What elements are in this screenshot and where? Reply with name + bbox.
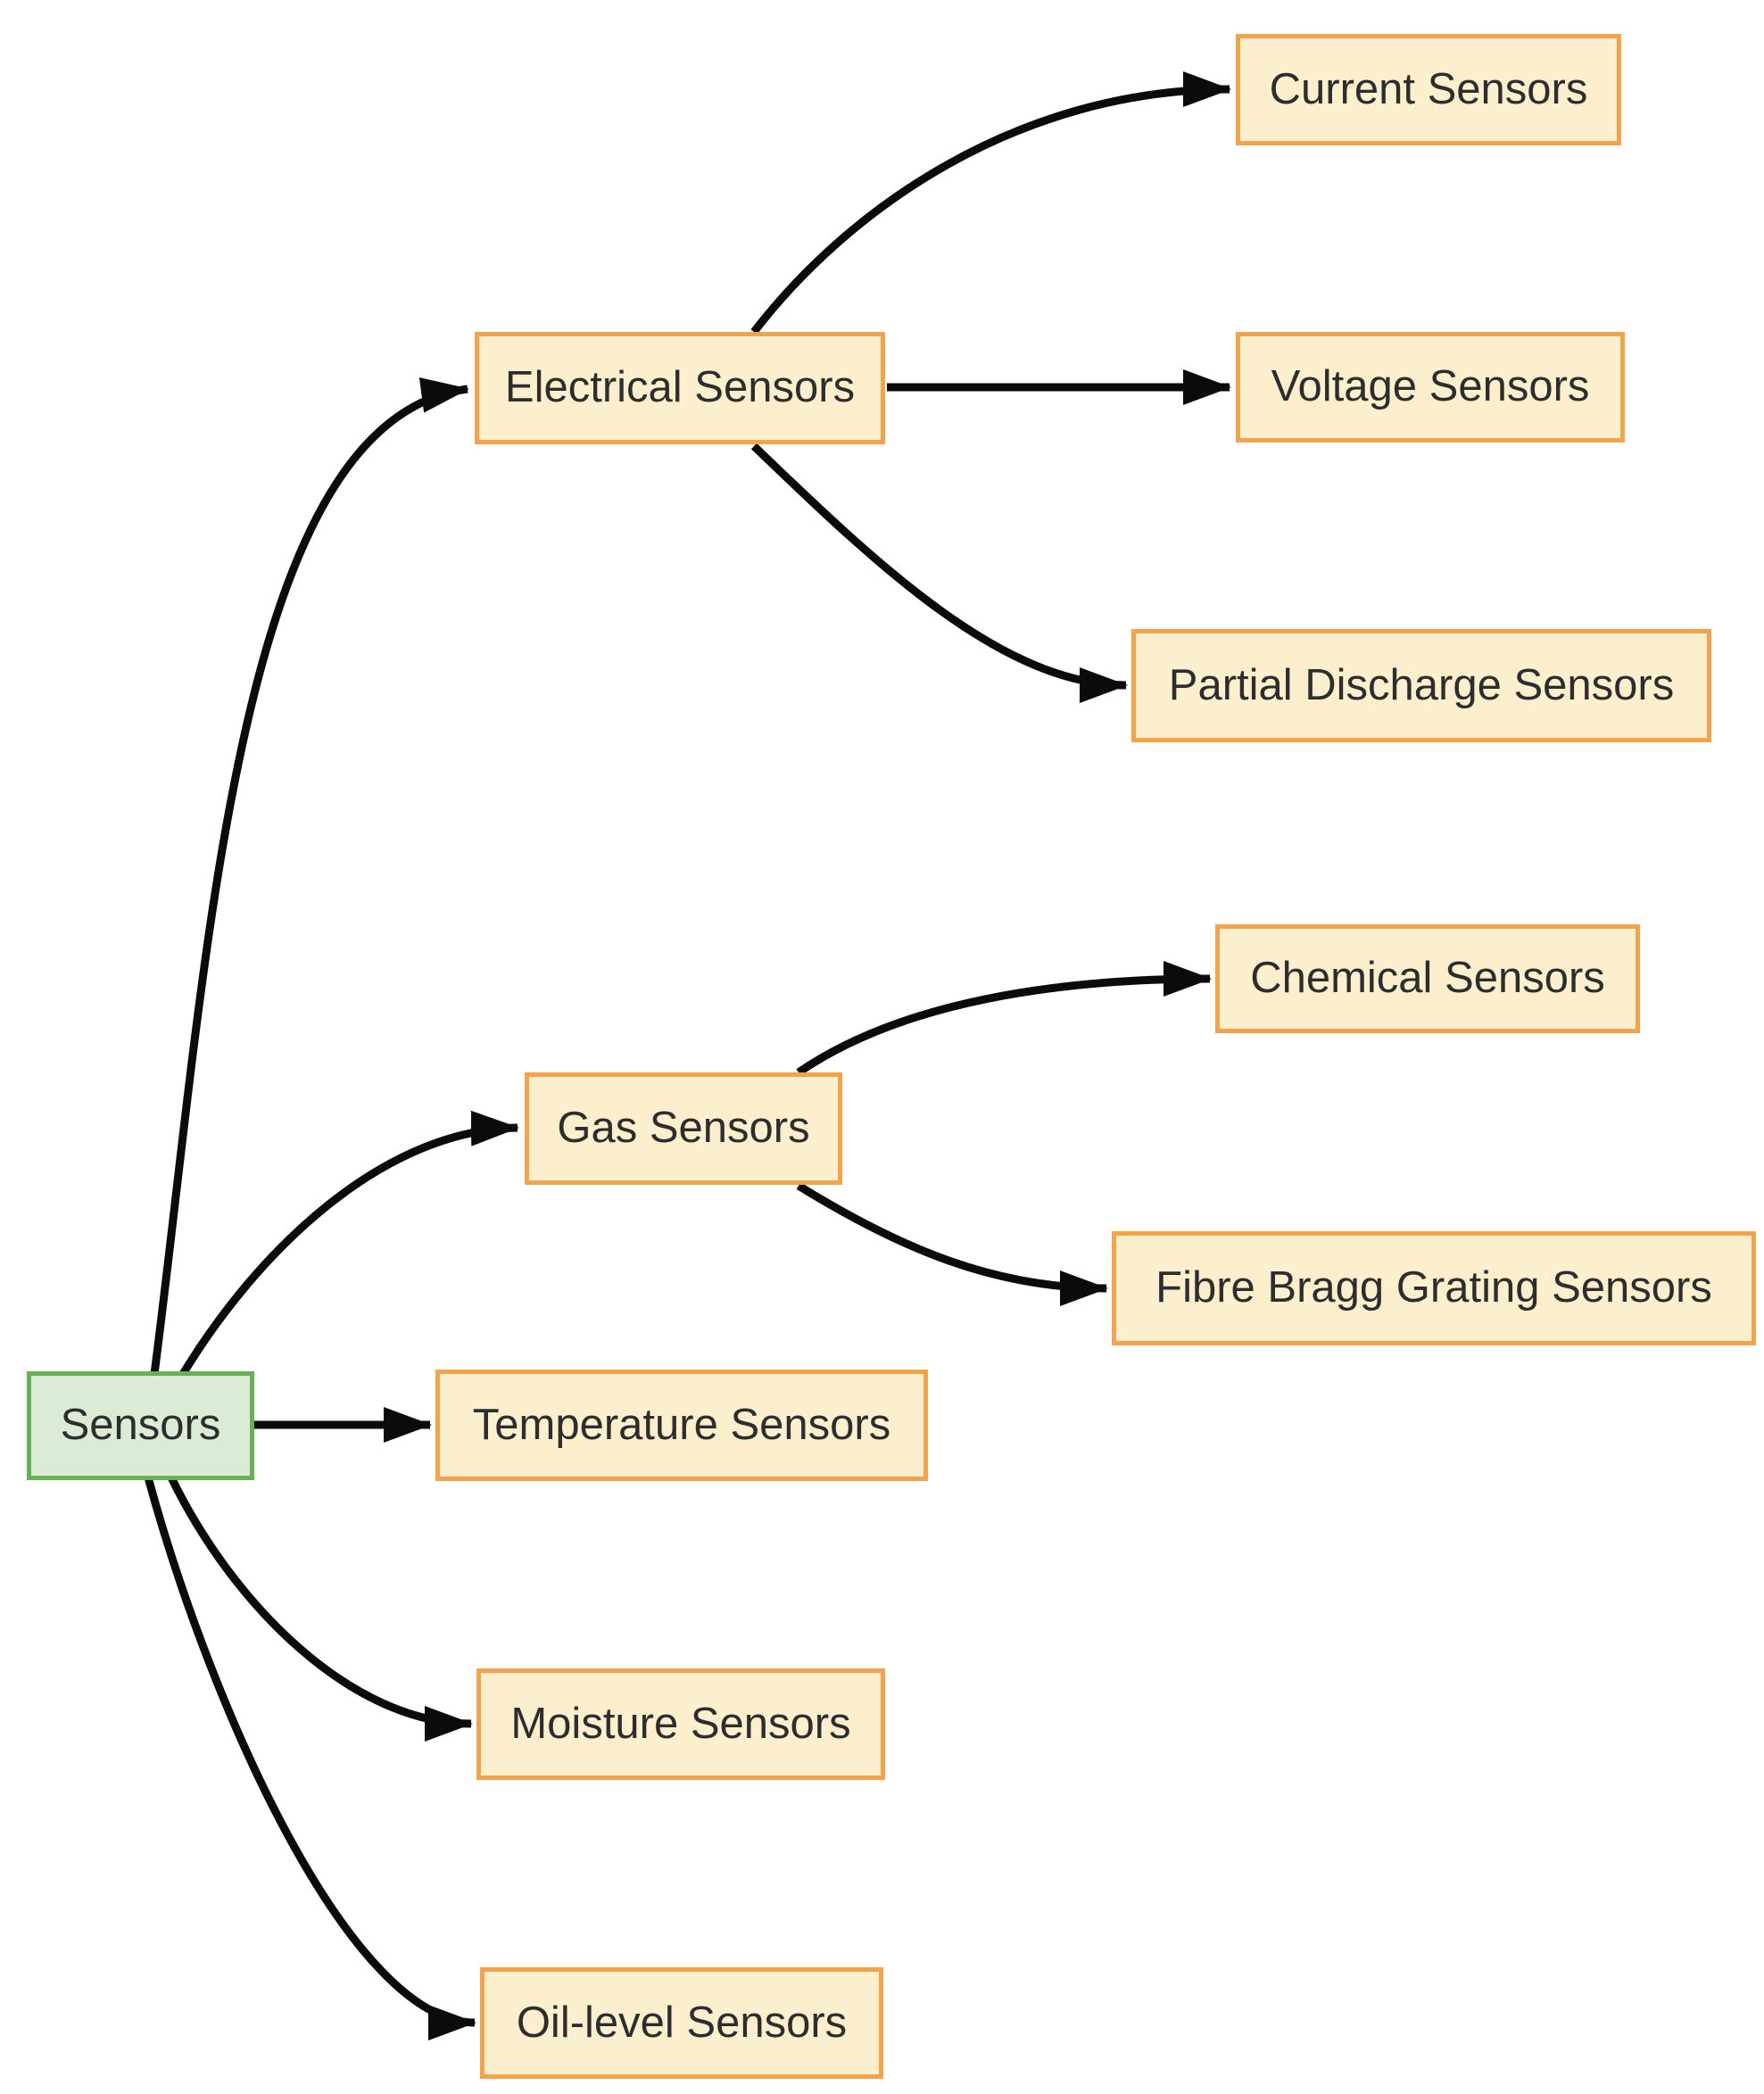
node-fibre-bragg-grating-sensors-label: Fibre Bragg Grating Sensors: [1155, 1263, 1712, 1312]
edge-gas-fibre: [796, 1182, 1108, 1306]
edge-electrical-partial: [750, 443, 1128, 703]
node-chemical-sensors: Chemical Sensors: [1215, 924, 1640, 1033]
node-voltage-sensors-label: Voltage Sensors: [1271, 362, 1590, 411]
edge-sensors-gas: [179, 1110, 519, 1377]
node-chemical-sensors-label: Chemical Sensors: [1250, 954, 1605, 1003]
node-current-sensors: Current Sensors: [1236, 34, 1621, 145]
edge-electrical-current: [750, 71, 1231, 335]
node-electrical-sensors: Electrical Sensors: [475, 332, 885, 444]
edge-sensors-oil: [144, 1476, 476, 2040]
node-sensors-label: Sensors: [60, 1401, 221, 1450]
node-fibre-bragg-grating-sensors: Fibre Bragg Grating Sensors: [1112, 1231, 1756, 1345]
node-current-sensors-label: Current Sensors: [1269, 64, 1588, 113]
node-temperature-sensors: Temperature Sensors: [435, 1370, 928, 1481]
node-gas-sensors: Gas Sensors: [525, 1072, 842, 1185]
node-temperature-sensors-label: Temperature Sensors: [472, 1400, 891, 1449]
node-partial-discharge-sensors-label: Partial Discharge Sensors: [1168, 660, 1675, 709]
edge-gas-chemical: [796, 961, 1212, 1076]
edge-sensors-moisture: [167, 1476, 473, 1742]
node-oil-level-sensors-label: Oil-level Sensors: [516, 1998, 848, 2047]
node-gas-sensors-label: Gas Sensors: [557, 1104, 810, 1153]
node-moisture-sensors: Moisture Sensors: [476, 1668, 885, 1780]
edge-sensors-electrical: [150, 377, 469, 1375]
node-electrical-sensors-label: Electrical Sensors: [504, 363, 856, 412]
node-voltage-sensors: Voltage Sensors: [1236, 332, 1625, 443]
node-sensors: Sensors: [27, 1371, 254, 1480]
node-oil-level-sensors: Oil-level Sensors: [480, 1967, 883, 2079]
node-partial-discharge-sensors: Partial Discharge Sensors: [1131, 629, 1711, 742]
node-moisture-sensors-label: Moisture Sensors: [510, 1699, 851, 1748]
